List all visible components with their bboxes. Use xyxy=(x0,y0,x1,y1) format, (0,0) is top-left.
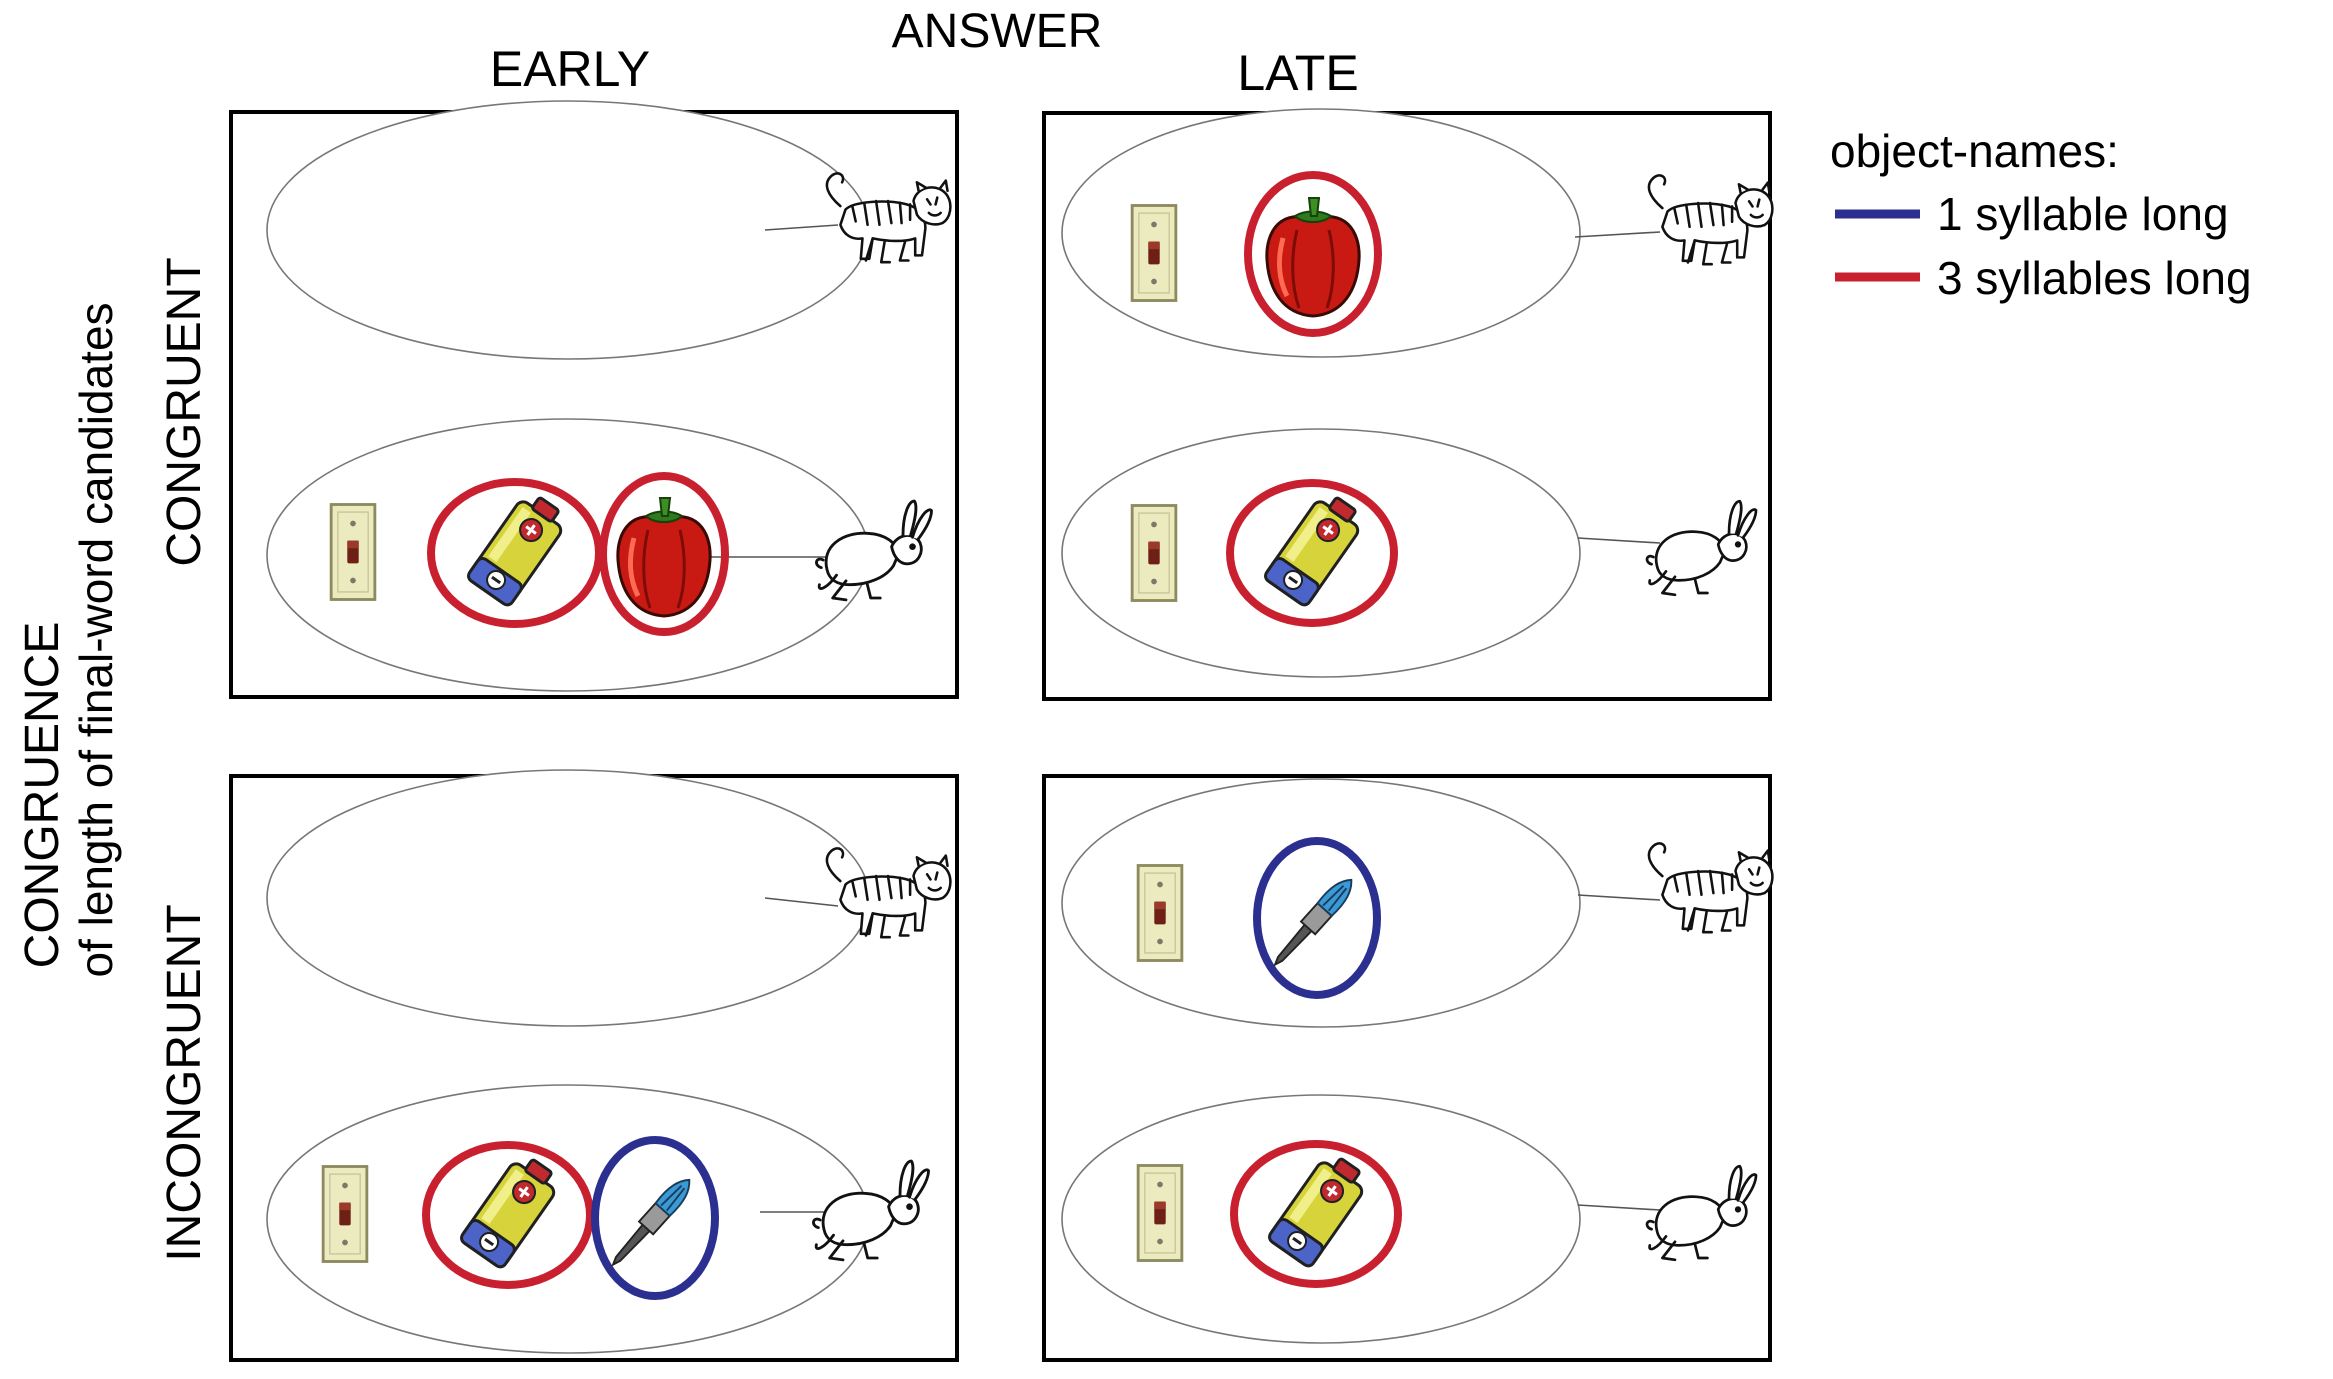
tiger-icon xyxy=(1647,842,1774,934)
tiger-oval xyxy=(266,769,870,1027)
three-syllable-ring xyxy=(599,472,729,636)
three-syllable-ring xyxy=(427,478,603,628)
rabbit-icon xyxy=(1645,1164,1758,1262)
late-label: LATE xyxy=(1237,45,1358,101)
three-syllable-ring xyxy=(1244,171,1382,337)
rabbit-icon xyxy=(1645,499,1758,597)
one-syllable-ring xyxy=(1253,837,1381,999)
one-syllable-ring xyxy=(591,1136,719,1300)
light-switch-icon xyxy=(1136,864,1184,962)
three-syllable-ring xyxy=(1226,479,1398,627)
legend-label-three-syllables: 3 syllables long xyxy=(1937,252,2252,304)
early-label: EARLY xyxy=(490,41,650,97)
light-switch-icon xyxy=(329,503,377,601)
row-label-incongruent: INCONGRUENT xyxy=(158,904,211,1261)
light-switch-icon xyxy=(321,1165,369,1263)
side-subtitle: of length of final-word candidates xyxy=(70,302,122,977)
light-switch-icon xyxy=(1136,1164,1184,1262)
three-syllable-ring xyxy=(422,1141,594,1289)
answer-title: ANSWER xyxy=(892,5,1103,58)
legend: object-names: 1 syllable long 3 syllable… xyxy=(1830,125,2252,304)
light-switch-icon xyxy=(1130,204,1178,302)
legend-title: object-names: xyxy=(1830,125,2119,177)
light-switch-icon xyxy=(1130,504,1178,602)
legend-label-one-syllable: 1 syllable long xyxy=(1937,188,2229,240)
side-title-congruence: CONGRUENCE xyxy=(16,622,69,969)
tiger-oval xyxy=(266,100,870,360)
tiger-icon xyxy=(1647,174,1774,266)
row-label-congruent: CONGRUENT xyxy=(158,257,211,566)
panel-congruent-early xyxy=(229,100,959,699)
panel-congruent-late xyxy=(1042,108,1774,701)
panel-incongruent-early xyxy=(229,769,959,1362)
panel-incongruent-late xyxy=(1042,774,1774,1362)
three-syllable-ring xyxy=(1230,1140,1402,1288)
